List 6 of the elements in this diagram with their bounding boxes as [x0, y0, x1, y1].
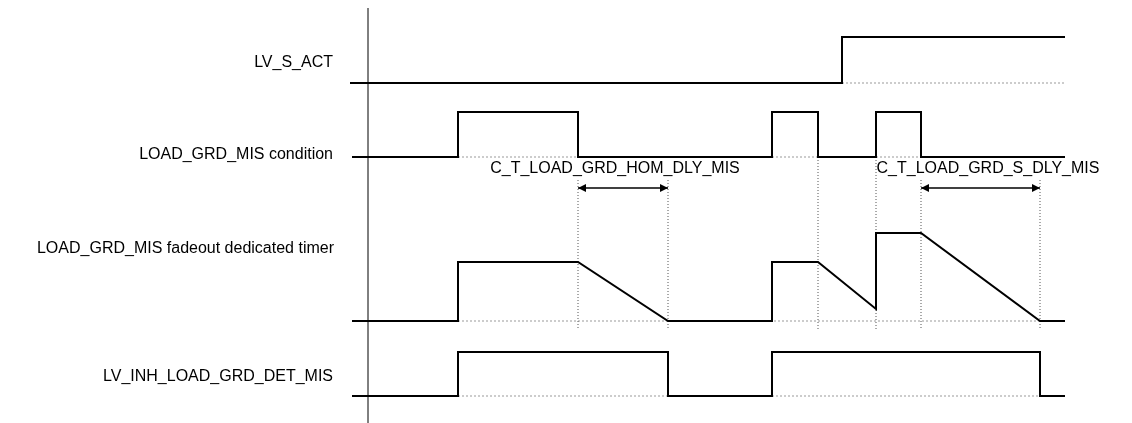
signal-name: LOAD_GRD_MIS condition — [138, 144, 333, 164]
signal-name: LOAD_GRD_MIS fadeout dedicated timer — [35, 238, 334, 258]
signal-name: LV_S_ACT — [253, 52, 333, 72]
timing-label: C_T_LOAD_GRD_HOM_DLY_MIS — [489, 158, 741, 178]
signal-name: LV_INH_LOAD_GRD_DET_MIS — [102, 366, 333, 386]
timing-label: C_T_LOAD_GRD_S_DLY_MIS — [875, 158, 1101, 178]
